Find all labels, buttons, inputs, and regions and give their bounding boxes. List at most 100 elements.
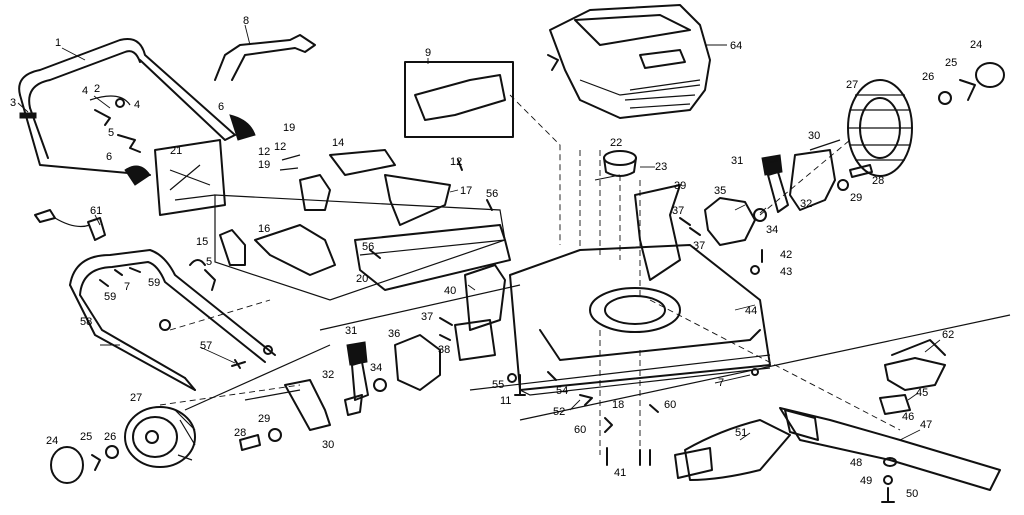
- leader: [449, 189, 459, 193]
- leader: [734, 304, 756, 311]
- callout-47: 47: [920, 419, 932, 431]
- callout-20: 20: [356, 273, 368, 285]
- callout-16: 16: [258, 223, 270, 235]
- clip-icon: [94, 109, 111, 126]
- leader: [907, 392, 919, 401]
- bolts-41: [606, 447, 651, 466]
- callout-11: 11: [500, 395, 511, 407]
- callout-26: 26: [922, 71, 934, 83]
- callout-37: 37: [693, 240, 705, 252]
- bolt-icon: [231, 359, 246, 369]
- upper-handle-right-leg: [139, 59, 236, 141]
- rear-guard-edge: [359, 239, 506, 256]
- nut-icon: [263, 345, 273, 355]
- callout-40: 40: [444, 285, 456, 297]
- rear-cover-9: [414, 74, 506, 121]
- callout-8: 8: [243, 15, 249, 27]
- callout-28: 28: [234, 427, 246, 439]
- engine-shroud: [549, 4, 711, 119]
- callout-51: 51: [735, 427, 747, 439]
- bolt-11-icon: [514, 374, 526, 396]
- handle-knob-icon: [124, 165, 151, 186]
- callout-35: 35: [714, 185, 726, 197]
- callout-62: 62: [942, 329, 954, 341]
- leader: [467, 284, 476, 291]
- washer-icon: [159, 319, 171, 331]
- callout-60: 60: [574, 424, 586, 436]
- callout-38: 38: [438, 344, 450, 356]
- bolt-icon: [19, 112, 37, 119]
- lower-handle-leg-inner: [79, 294, 186, 379]
- callout-32: 32: [322, 369, 334, 381]
- rear-bracket-15: [219, 229, 246, 266]
- callout-28: 28: [872, 175, 884, 187]
- deck-skirt: [539, 329, 761, 361]
- blade-47-end: [784, 409, 819, 441]
- label-graphics: [169, 164, 216, 201]
- leader: [759, 207, 767, 214]
- callout-30: 30: [322, 439, 334, 451]
- lower-handle-leg: [69, 284, 196, 391]
- callout-26: 26: [104, 431, 116, 443]
- callout-50: 50: [906, 488, 918, 500]
- axle-bracket-30: [789, 149, 836, 211]
- bolt-54-icon: [547, 371, 557, 381]
- lower-handle: [69, 249, 276, 391]
- wheel-cap-26: [105, 445, 119, 459]
- callout-57: 57: [200, 340, 212, 352]
- screws-19: [279, 154, 301, 171]
- lower-handle-tube: [69, 249, 276, 356]
- callout-58: 58: [80, 316, 92, 328]
- nut-55-icon: [507, 373, 517, 383]
- callout-36: 36: [388, 328, 400, 340]
- callout-59: 59: [104, 291, 116, 303]
- cable-clamp-icon: [87, 217, 106, 241]
- callout-3: 3: [10, 97, 16, 109]
- cable-wire: [54, 217, 91, 228]
- wheel-cap-26: [938, 91, 952, 105]
- engine-emblem: [639, 49, 686, 69]
- callout-17: 17: [460, 185, 472, 197]
- bolt-28-icon: [239, 434, 261, 451]
- rear-wheel-right: [847, 79, 913, 177]
- spacer-34-icon: [373, 378, 387, 392]
- callout-31: 31: [345, 325, 357, 337]
- callout-55: 55: [492, 379, 504, 391]
- leader: [244, 24, 251, 46]
- reference-line: [319, 284, 521, 331]
- reference-line: [519, 314, 1011, 421]
- leader: [569, 399, 581, 411]
- callout-5: 5: [108, 127, 114, 139]
- discharge-chute-17: [384, 174, 451, 226]
- screw-56-icon: [369, 249, 381, 259]
- adjuster-lever: [767, 171, 789, 213]
- blade-51: [684, 419, 791, 481]
- callout-43: 43: [780, 266, 792, 278]
- callout-15: 15: [196, 236, 208, 248]
- callout-12: 12: [258, 146, 270, 158]
- engine-spacer-22: [603, 150, 637, 166]
- axle-bracket-30: [284, 379, 331, 431]
- lower-handle-tube-inner: [79, 261, 266, 363]
- callout-25: 25: [80, 431, 92, 443]
- callout-37: 37: [421, 311, 433, 323]
- handle-knob-icon: [229, 114, 256, 141]
- clip-60-icon: [604, 417, 613, 433]
- callout-12: 12: [274, 141, 286, 153]
- callout-21: 21: [170, 145, 182, 157]
- nut-icon: [751, 368, 759, 376]
- adjuster-lever: [351, 361, 369, 401]
- leader: [94, 214, 101, 226]
- lever-knob-31: [761, 154, 783, 176]
- assembly-dashed-line: [649, 299, 901, 431]
- control-bail: [214, 34, 316, 81]
- reference-line: [184, 344, 331, 411]
- callout-39: 39: [674, 180, 686, 192]
- lower-handle-foot: [184, 377, 196, 391]
- leader: [924, 339, 941, 353]
- leader: [61, 47, 86, 61]
- cooling-fins: [624, 79, 701, 109]
- rear-deflector-16: [254, 224, 336, 276]
- leader: [594, 174, 621, 181]
